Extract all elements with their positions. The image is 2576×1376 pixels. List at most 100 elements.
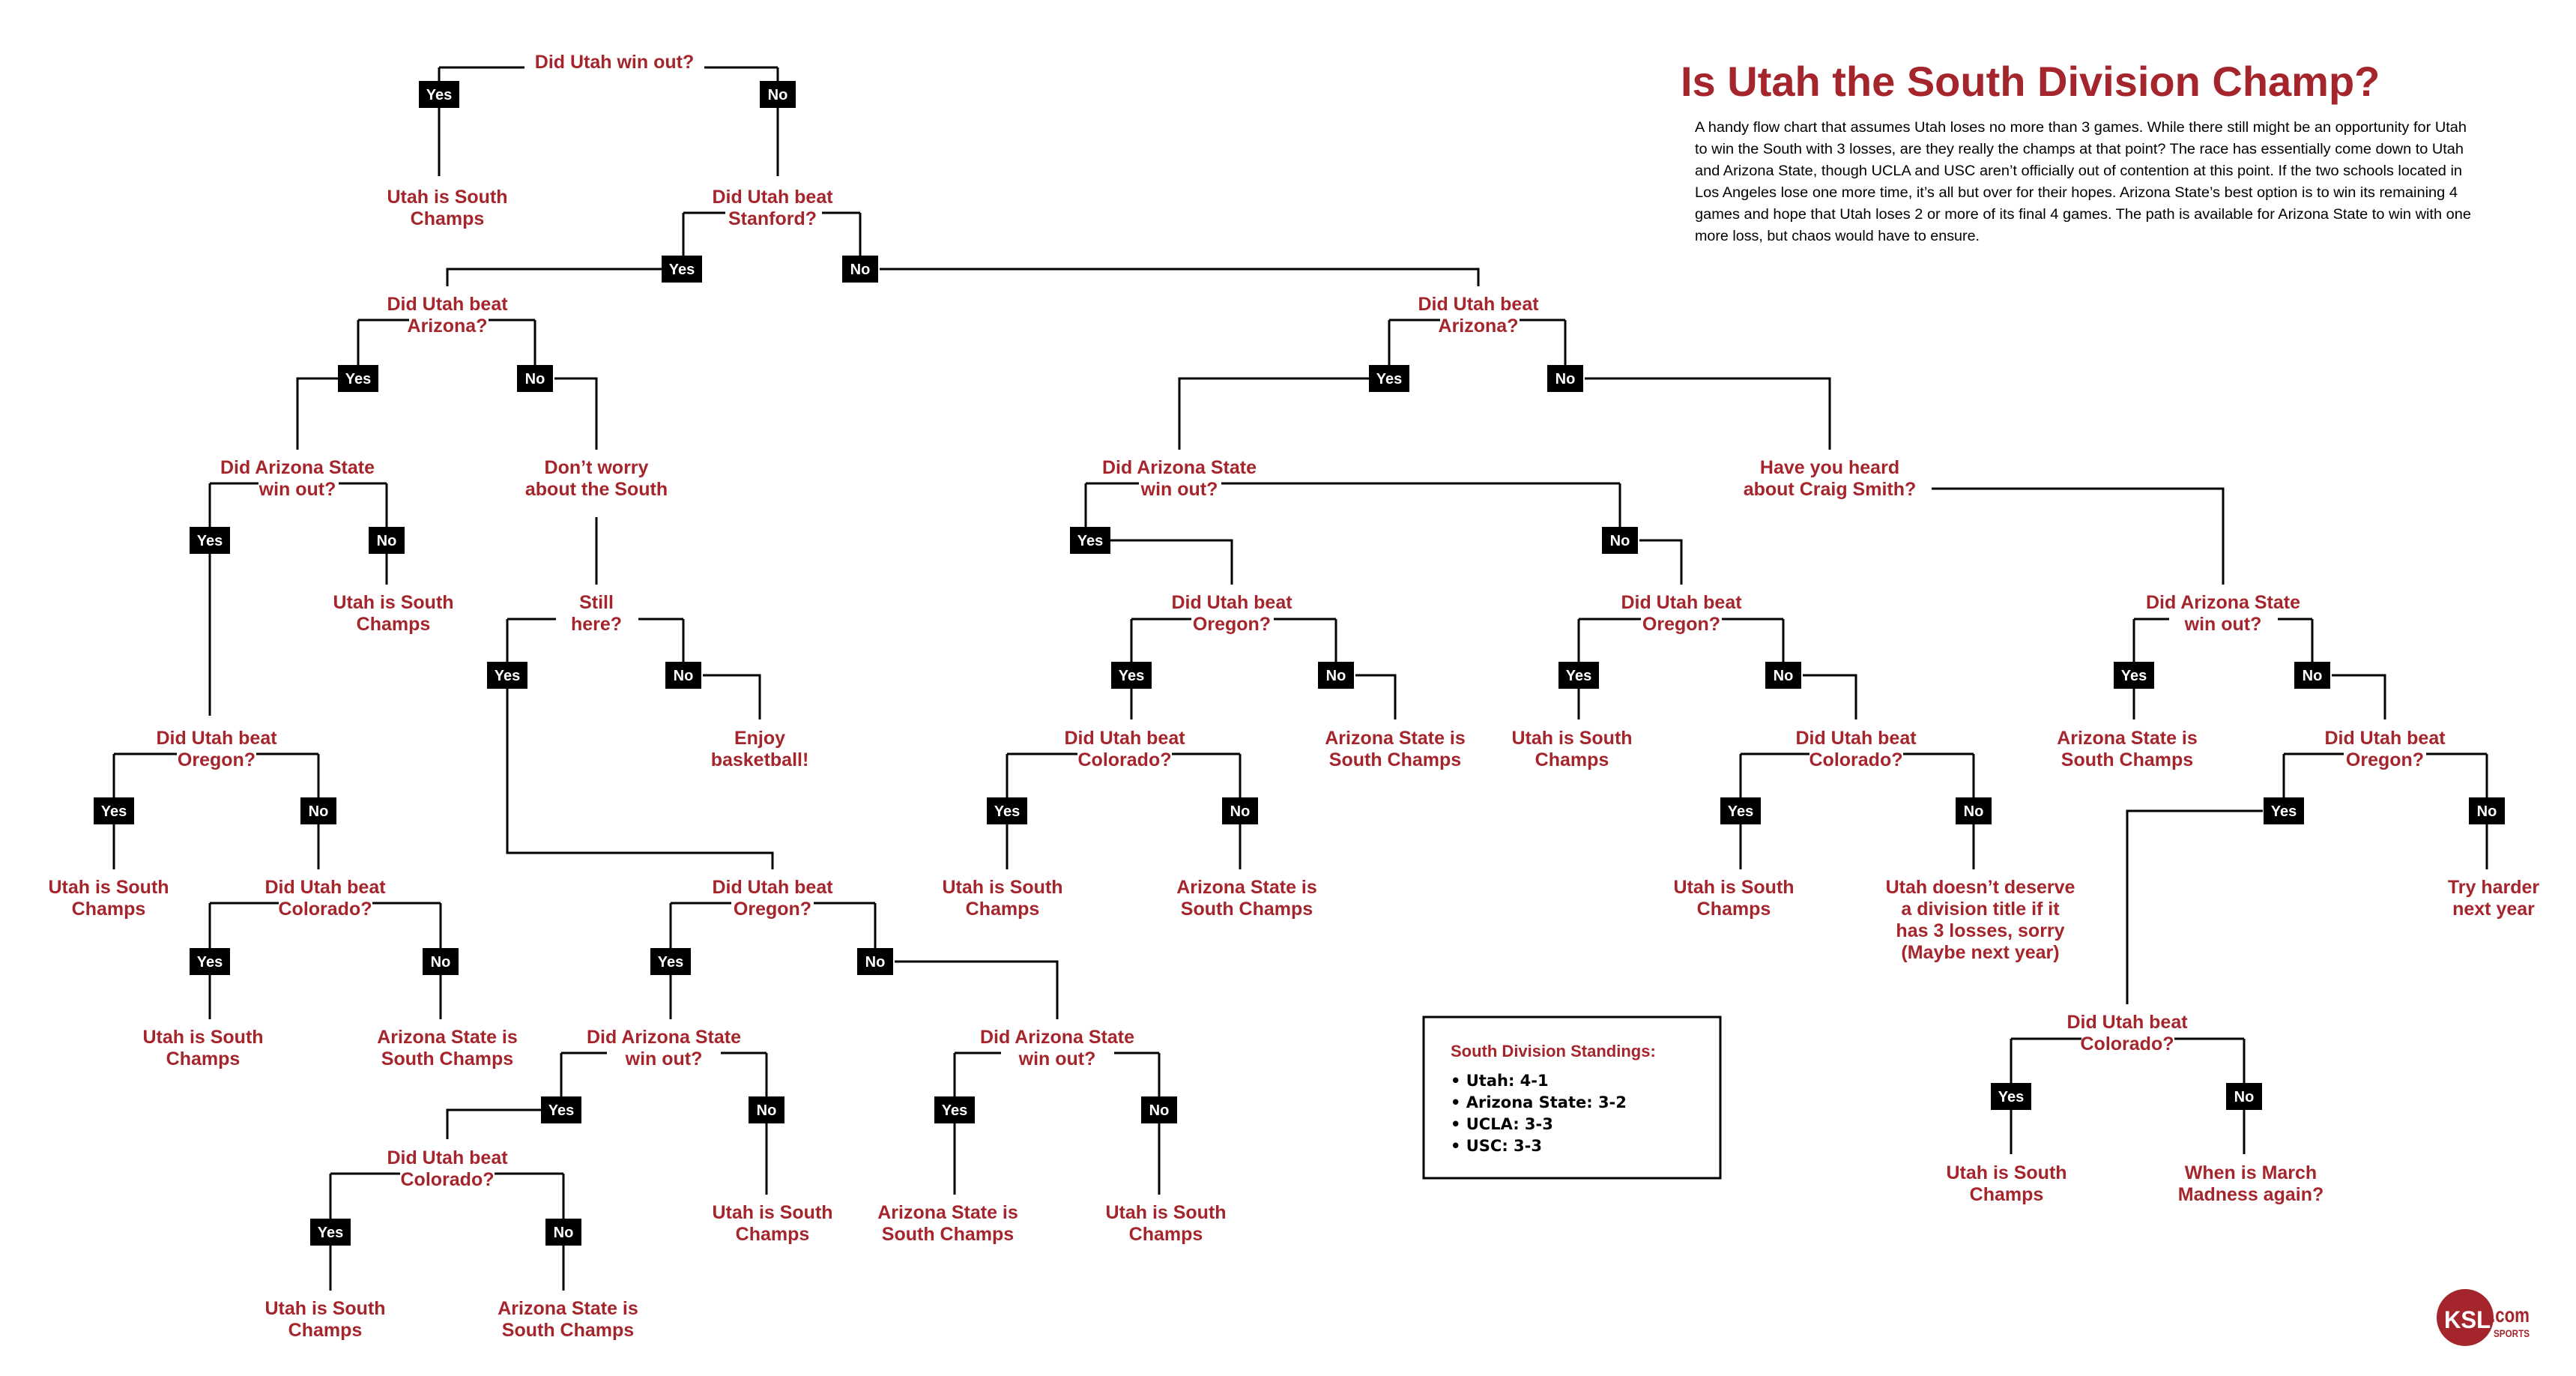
svg-text:No: No <box>1230 803 1251 820</box>
yes-box: Yes <box>419 81 459 108</box>
svg-text:No: No <box>850 262 871 278</box>
yes-box: Yes <box>1111 662 1152 689</box>
no-box: No <box>300 797 336 824</box>
svg-text:No: No <box>431 954 451 971</box>
yes-box: Yes <box>1991 1083 2031 1110</box>
connector-lines <box>112 66 2488 1291</box>
svg-text:Yes: Yes <box>942 1102 967 1119</box>
page-title: Is Utah the South Division Champ? <box>1681 58 2380 105</box>
svg-text:No: No <box>1964 803 1984 820</box>
svg-text:Yes: Yes <box>101 803 127 820</box>
standings-item: • Utah: 4-1 <box>1451 1072 1549 1090</box>
intro-paragraph: A handy flow chart that assumes Utah los… <box>1695 120 2475 244</box>
yes-box: Yes <box>1369 365 1409 392</box>
standings-item: • USC: 3-3 <box>1451 1137 1542 1155</box>
yes-box: Yes <box>338 365 378 392</box>
svg-text:Yes: Yes <box>1728 803 1753 820</box>
no-box: No <box>1141 1096 1177 1123</box>
yes-box: Yes <box>1558 662 1599 689</box>
question-node: Did Utah win out? <box>535 52 694 73</box>
no-box: No <box>545 1219 581 1246</box>
svg-text:Yes: Yes <box>1077 533 1103 549</box>
no-box: No <box>1765 662 1801 689</box>
svg-text:No: No <box>377 533 397 549</box>
yes-box: Yes <box>2114 662 2154 689</box>
no-box: No <box>1956 797 1992 824</box>
svg-text:No: No <box>1555 371 1576 387</box>
svg-text:KSL: KSL <box>2444 1306 2491 1333</box>
no-box: No <box>2294 662 2330 689</box>
svg-text:No: No <box>525 371 545 387</box>
svg-text:Yes: Yes <box>318 1225 343 1241</box>
svg-text:Yes: Yes <box>426 87 452 103</box>
standings-item: • UCLA: 3-3 <box>1451 1115 1553 1133</box>
yes-box: Yes <box>94 797 134 824</box>
svg-text:Yes: Yes <box>197 533 223 549</box>
svg-text:Yes: Yes <box>2121 668 2147 684</box>
yes-box: Yes <box>934 1096 975 1123</box>
svg-text:No: No <box>674 668 694 684</box>
no-box: No <box>857 948 893 975</box>
svg-text:Yes: Yes <box>1998 1089 2024 1105</box>
no-box: No <box>2226 1083 2262 1110</box>
svg-text:No: No <box>768 87 788 103</box>
svg-text:No: No <box>2477 803 2497 820</box>
no-box: No <box>2469 797 2505 824</box>
svg-text:SPORTS: SPORTS <box>2494 1327 2530 1339</box>
yes-box: Yes <box>487 662 527 689</box>
svg-text:Yes: Yes <box>548 1102 574 1119</box>
no-box: No <box>517 365 553 392</box>
svg-text:No: No <box>309 803 329 820</box>
svg-text:Yes: Yes <box>345 371 371 387</box>
svg-text:Yes: Yes <box>658 954 683 971</box>
svg-text:No: No <box>1326 668 1346 684</box>
yes-box: Yes <box>2264 797 2304 824</box>
svg-text:Yes: Yes <box>1119 668 1144 684</box>
svg-text:No: No <box>865 954 886 971</box>
no-box: No <box>369 527 405 554</box>
svg-text:Yes: Yes <box>994 803 1020 820</box>
standings-title: South Division Standings: <box>1451 1042 1656 1060</box>
no-box: No <box>760 81 796 108</box>
svg-text:Yes: Yes <box>669 262 695 278</box>
svg-text:No: No <box>757 1102 777 1119</box>
yes-box: Yes <box>987 797 1027 824</box>
ksl-sports-logo: KSL .com SPORTS <box>2437 1289 2530 1346</box>
yes-box: Yes <box>541 1096 581 1123</box>
no-box: No <box>1222 797 1258 824</box>
yes-box: Yes <box>662 256 702 283</box>
svg-text:No: No <box>1774 668 1794 684</box>
